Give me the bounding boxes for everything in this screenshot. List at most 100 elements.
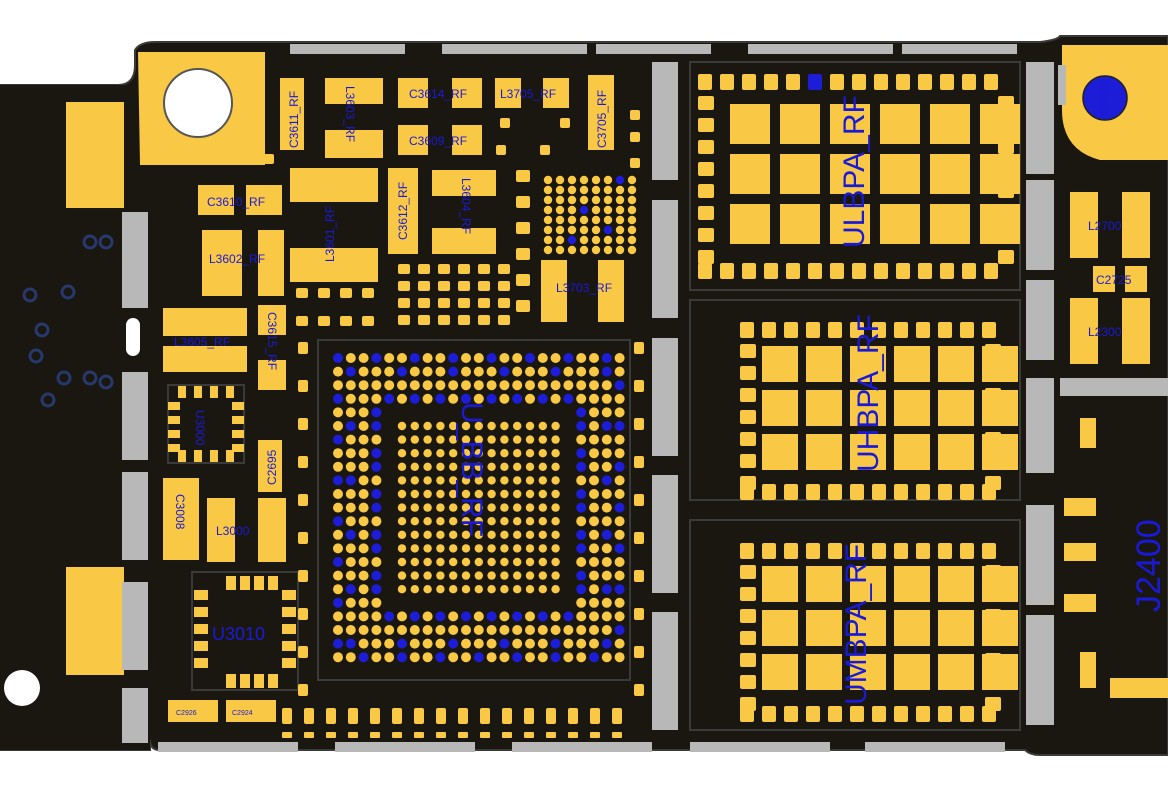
bga-ball: [614, 638, 625, 649]
bga-ball: [345, 570, 356, 581]
bga-ball: [371, 393, 382, 404]
shield-strip: [748, 44, 893, 54]
bga-ball: [525, 503, 535, 512]
bga-ball: [358, 529, 369, 540]
bga-ball: [371, 638, 382, 649]
bga-ball: [563, 611, 574, 622]
shield-strip: [902, 44, 1017, 54]
bga-ball: [576, 597, 587, 608]
bga-ball: [614, 461, 625, 472]
bga-ball: [333, 597, 343, 608]
bga-ball: [409, 638, 420, 649]
bga-ball: [487, 530, 496, 539]
pa-pad: [762, 566, 798, 602]
bga-ball: [486, 652, 497, 663]
bga-ball: [550, 625, 561, 635]
bga-ball: [601, 475, 612, 486]
bga-ball: [422, 393, 433, 404]
pa-pad: [762, 610, 798, 646]
bga-ball: [567, 235, 577, 245]
bga-ball: [589, 393, 599, 404]
pa-edge-pad: [740, 476, 756, 490]
bga-ball: [589, 421, 599, 431]
bga-ball: [410, 449, 419, 458]
bga-ball: [576, 529, 587, 540]
pa-edge-pad: [806, 706, 820, 722]
bga-ball: [345, 543, 356, 554]
pad-j2400-3: [1064, 543, 1096, 561]
pa-edge-pad: [806, 543, 820, 559]
bga-ball: [576, 502, 587, 513]
passive-pad: [540, 145, 550, 155]
label-l3705-rf: L3705_RF: [500, 87, 556, 101]
bga-ball: [579, 225, 589, 235]
bga-ball: [614, 584, 625, 595]
left-shield-strips: [122, 212, 148, 743]
shield-strip: [122, 372, 148, 460]
pa-edge-pad: [784, 484, 798, 500]
bga-ball: [614, 407, 625, 418]
bga-ball: [576, 652, 587, 663]
bga-ball: [551, 435, 560, 444]
passive-pad: [568, 732, 578, 738]
bga-ball: [589, 407, 599, 418]
passive-pad: [524, 708, 534, 724]
bga-ball: [589, 570, 599, 581]
bga-ball: [551, 503, 560, 512]
pa-edge-pad: [872, 322, 886, 338]
pad-c2926: [168, 700, 218, 722]
pa-edge-pad: [916, 484, 930, 500]
pa-pad: [806, 610, 842, 646]
u-bb-rf-bga-balls: [333, 353, 625, 663]
via-ring: [82, 234, 98, 250]
shield-strip: [690, 742, 830, 752]
bga-ball: [461, 638, 471, 649]
bga-ball: [601, 597, 612, 608]
pa-edge-pad: [874, 74, 888, 90]
bga-ball: [614, 529, 625, 540]
bga-ball: [589, 557, 599, 567]
shield-strip: [652, 475, 678, 593]
bga-ball: [525, 557, 535, 567]
bga-ball: [513, 421, 522, 431]
bga-ball: [576, 380, 587, 391]
pa-edge-pad: [808, 74, 822, 90]
bga-ball: [473, 611, 484, 622]
bga-ball: [550, 366, 561, 377]
label-bs0504: BS0504: [1097, 80, 1108, 116]
pa-edge-pad: [962, 74, 976, 90]
bga-ball: [371, 448, 382, 459]
passive-pad: [298, 684, 308, 696]
bga-ball: [615, 195, 625, 205]
passive-pad: [498, 298, 510, 308]
passive-pad: [438, 264, 450, 274]
bga-ball: [551, 585, 560, 594]
bga-ball: [358, 652, 369, 663]
pa-edge-pad: [742, 263, 756, 279]
bga-ball: [397, 353, 407, 363]
bga-ball: [614, 393, 625, 404]
pa-edge-pad: [985, 388, 1001, 402]
bga-ball: [543, 185, 553, 195]
bga-ball: [333, 529, 343, 540]
pa-edge-pad: [896, 74, 910, 90]
pad-c2924: [226, 700, 276, 722]
bga-ball: [371, 461, 382, 472]
bga-ball: [525, 585, 535, 594]
passive-pad: [612, 708, 622, 724]
bga-ball: [589, 543, 599, 554]
bga-ball: [513, 489, 522, 499]
bga-ball: [474, 449, 483, 458]
left-pad-bottom: [66, 567, 124, 675]
bga-ball: [500, 571, 509, 580]
chip-pad: [178, 450, 186, 462]
left-board-vias: [22, 234, 114, 408]
bga-ball: [397, 571, 407, 580]
bga-ball: [576, 611, 587, 622]
bga-ball: [397, 503, 407, 512]
passive-pad: [568, 708, 578, 724]
bga-ball: [551, 462, 560, 471]
bga-ball: [563, 393, 574, 404]
passive-pad: [418, 281, 430, 291]
bga-ball: [474, 476, 483, 485]
